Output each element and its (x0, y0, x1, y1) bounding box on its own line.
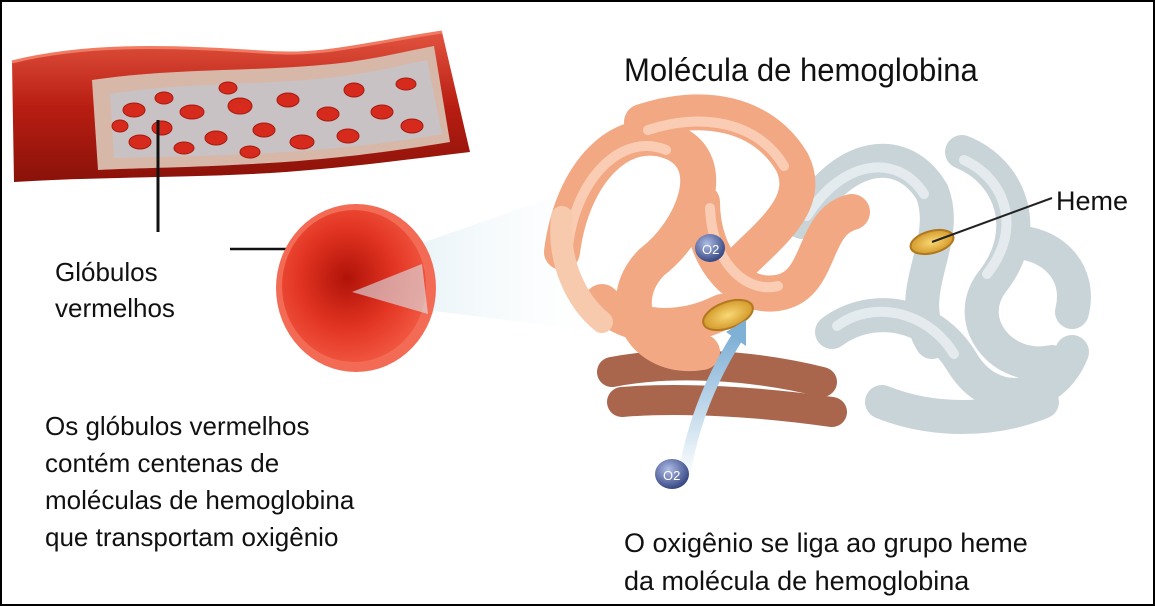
red-blood-cells-label: Glóbulos vermelhos (55, 254, 175, 326)
hemoglobin-molecule-icon (561, 112, 1074, 417)
o2-molecule-icon: O2 (655, 459, 689, 489)
o2-molecule-icon: O2 (695, 234, 725, 262)
heme-label: Heme (1056, 186, 1128, 217)
svg-text:O2: O2 (702, 242, 719, 257)
oxygen-binding-description: O oxigênio se liga ao grupo heme da molé… (624, 524, 1028, 600)
page-title: Molécula de hemoglobina (624, 52, 978, 89)
svg-text:O2: O2 (663, 468, 680, 483)
red-blood-cell-icon (276, 204, 436, 372)
blood-vessel-icon (12, 32, 470, 182)
red-cells-description: Os glóbulos vermelhos contém centenas de… (45, 408, 354, 556)
